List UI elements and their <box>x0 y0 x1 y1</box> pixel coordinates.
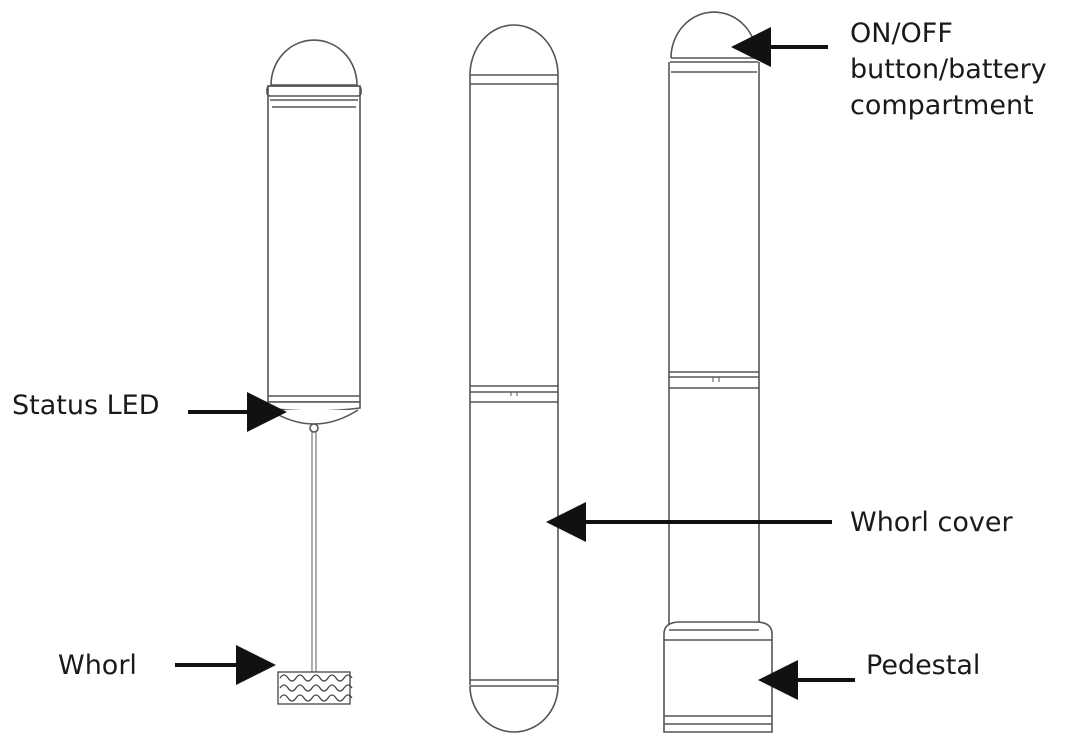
label-onoff-line2: button/battery <box>850 54 1047 85</box>
bottom-dome <box>469 685 559 733</box>
label-whorl: Whorl <box>58 650 137 681</box>
device-frother-pedestal <box>663 11 773 733</box>
device-frother-open <box>266 39 362 705</box>
handle-body <box>267 85 361 403</box>
pedestal <box>663 621 773 733</box>
cap-dome <box>670 11 758 59</box>
cap-dome <box>469 24 559 76</box>
label-onoff-button: ON/OFF button/battery compartment <box>850 16 1047 124</box>
handle-bottom <box>269 409 359 425</box>
label-pedestal: Pedestal <box>866 650 981 681</box>
label-whorl-cover: Whorl cover <box>850 507 1013 538</box>
cap-ring <box>266 85 362 97</box>
whorl-coil <box>277 671 353 705</box>
label-status-led: Status LED <box>12 390 160 421</box>
label-onoff-line1: ON/OFF <box>850 18 953 49</box>
callout-arrows <box>175 27 855 700</box>
label-onoff-line3: compartment <box>850 90 1034 121</box>
cap-dome <box>270 39 358 86</box>
device-frother-covered <box>469 24 559 733</box>
